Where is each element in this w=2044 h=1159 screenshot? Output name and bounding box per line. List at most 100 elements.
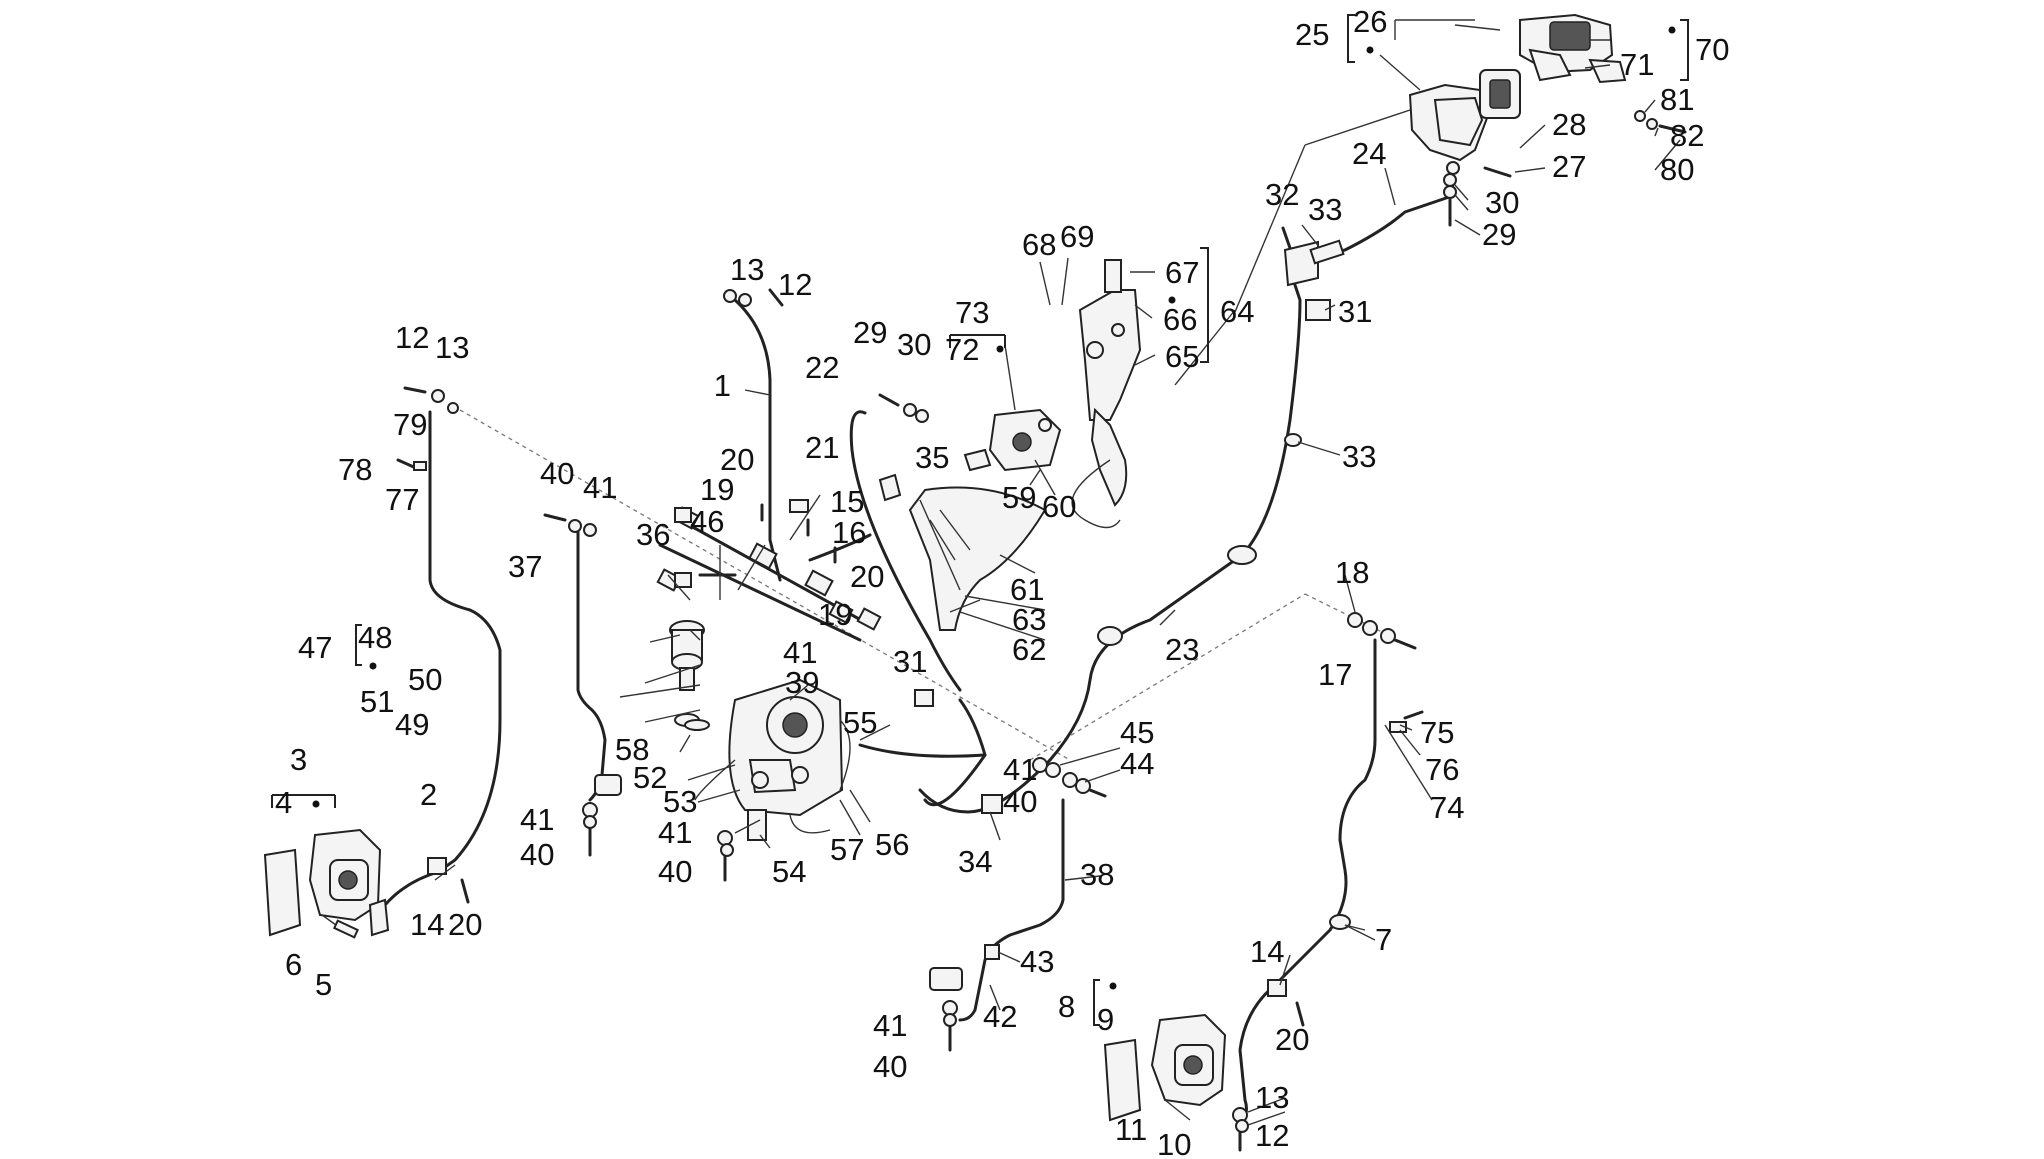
reference-lines <box>459 409 1391 761</box>
part-label-58: 58 <box>615 732 649 767</box>
part-label-74: 74 <box>1430 790 1464 825</box>
left-front-caliper <box>263 828 390 939</box>
part-label-16: 16 <box>832 515 866 550</box>
part-label-19-left: 19 <box>700 472 734 507</box>
part-label-54: 54 <box>772 854 806 889</box>
part-label-33-b: 33 <box>1342 439 1376 474</box>
part-label-71: 71 <box>1620 47 1654 82</box>
part-label-30-a: 30 <box>897 327 931 362</box>
part-label-32: 32 <box>1265 177 1299 212</box>
part-label-34: 34 <box>958 844 992 879</box>
part-label-24: 24 <box>1352 136 1386 171</box>
part-label-72: 72 <box>945 332 979 367</box>
pipe-junction-bar <box>656 506 882 642</box>
part-label-7: 7 <box>1375 922 1392 957</box>
part-label-17: 17 <box>1318 657 1352 692</box>
part-label-40-b: 40 <box>520 837 554 872</box>
part-label-60: 60 <box>1042 489 1076 524</box>
part-label-41-a: 41 <box>583 470 617 505</box>
right-front-caliper <box>1103 1013 1227 1122</box>
part-label-44: 44 <box>1120 746 1154 781</box>
part-label-48: 48 <box>358 620 392 655</box>
part-label-37: 37 <box>508 549 542 584</box>
part-label-46: 46 <box>690 504 724 539</box>
part-label-40-d: 40 <box>1003 784 1037 819</box>
part-label-20-a: 20 <box>720 442 754 477</box>
rear-caliper <box>1408 69 1521 175</box>
part-label-27: 27 <box>1552 149 1586 184</box>
part-label-41-c: 41 <box>658 815 692 850</box>
part-label-10: 10 <box>1157 1127 1191 1159</box>
part-label-66: 66 <box>1163 302 1197 337</box>
leader-lines <box>434 19 1681 1126</box>
part-label-14-left: 14 <box>410 907 444 942</box>
part-label-13-top: 13 <box>730 252 764 287</box>
part-label-57: 57 <box>830 832 864 867</box>
part-label-81: 81 <box>1660 82 1694 117</box>
part-label-36: 36 <box>636 517 670 552</box>
part-label-30-b: 30 <box>1485 185 1519 220</box>
part-label-38: 38 <box>1080 857 1114 892</box>
part-label-41-e: 41 <box>1003 752 1037 787</box>
part-label-70: 70 <box>1695 32 1729 67</box>
part-label-29-a: 29 <box>853 315 887 350</box>
part-label-77: 77 <box>385 482 419 517</box>
part-label-55: 55 <box>843 705 877 740</box>
part-label-50: 50 <box>408 662 442 697</box>
part-label-43: 43 <box>1020 944 1054 979</box>
rear-bracket <box>1283 239 1345 321</box>
part-label-62: 62 <box>1012 632 1046 667</box>
part-label-63: 63 <box>1012 602 1046 637</box>
part-label-47: 47 <box>298 630 332 665</box>
part-label-28: 28 <box>1552 107 1586 142</box>
brake-pedal-assembly <box>1071 259 1142 529</box>
part-label-41-d: 41 <box>783 635 817 670</box>
part-label-22: 22 <box>805 350 839 385</box>
part-label-13-left: 13 <box>435 330 469 365</box>
part-label-11: 11 <box>1115 1112 1147 1147</box>
part-label-80: 80 <box>1660 152 1694 187</box>
part-label-41-b: 41 <box>520 802 554 837</box>
fluid-reservoir <box>669 620 705 727</box>
part-label-79: 79 <box>393 407 427 442</box>
part-label-68: 68 <box>1022 227 1056 262</box>
part-label-45: 45 <box>1120 715 1154 750</box>
part-label-26: 26 <box>1353 4 1387 39</box>
brake-pipes <box>383 193 1457 1127</box>
part-label-14-right: 14 <box>1250 934 1284 969</box>
part-label-1: 1 <box>714 368 731 403</box>
part-label-23: 23 <box>1165 632 1199 667</box>
abs-unit <box>694 678 851 841</box>
part-label-8: 8 <box>1058 989 1075 1024</box>
part-label-4: 4 <box>275 785 292 820</box>
part-label-25: 25 <box>1295 17 1329 52</box>
part-label-20-c: 20 <box>448 907 482 942</box>
part-label-41-f: 41 <box>873 1008 907 1043</box>
part-label-9: 9 <box>1097 1002 1114 1037</box>
part-label-76: 76 <box>1425 752 1459 787</box>
part-label-19-right: 19 <box>818 597 852 632</box>
part-label-56: 56 <box>875 827 909 862</box>
parking-caliper <box>1519 13 1627 84</box>
group-dots <box>312 26 1676 990</box>
part-label-21: 21 <box>805 430 839 465</box>
part-label-52: 52 <box>633 760 667 795</box>
part-label-61: 61 <box>1010 572 1044 607</box>
fasteners <box>396 110 1687 1152</box>
part-label-59: 59 <box>1002 480 1036 515</box>
part-label-12-left: 12 <box>395 320 429 355</box>
disc-guard <box>908 486 1047 631</box>
part-label-82: 82 <box>1670 118 1704 153</box>
part-label-64: 64 <box>1220 294 1254 329</box>
part-label-53: 53 <box>663 784 697 819</box>
pressure-valve <box>963 408 1062 472</box>
part-label-15: 15 <box>830 484 864 519</box>
part-label-12-right: 12 <box>1255 1118 1289 1153</box>
part-label-33-a: 33 <box>1308 192 1342 227</box>
part-label-31-a: 31 <box>893 644 927 679</box>
part-label-69: 69 <box>1060 219 1094 254</box>
part-label-12-top: 12 <box>778 267 812 302</box>
part-labels: 1 2 3 4 5 6 7 8 9 10 11 12 12 12 13 13 1… <box>275 4 1729 1159</box>
